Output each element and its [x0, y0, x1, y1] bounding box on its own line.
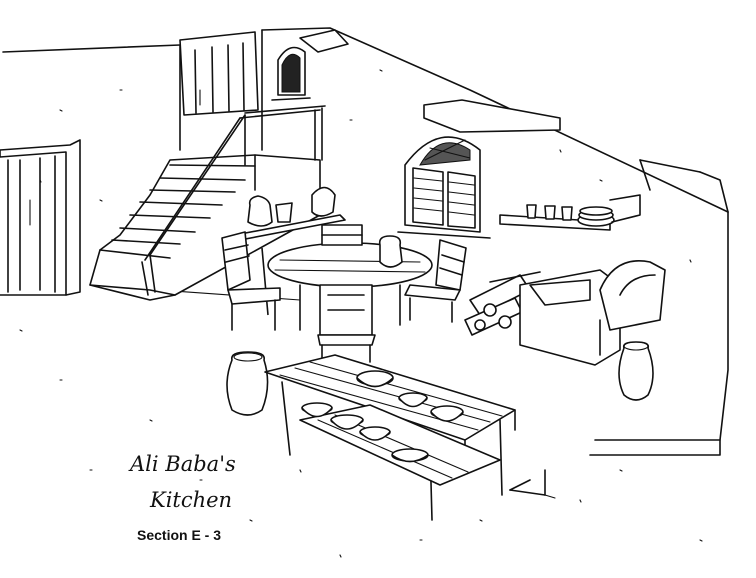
caption-section-label: Section E - 3 — [137, 527, 222, 543]
large-jar-left — [227, 352, 268, 415]
room-walls — [3, 28, 728, 557]
left-door — [0, 140, 80, 295]
chair-right — [405, 240, 466, 322]
staircase — [90, 106, 325, 300]
floor-edges — [510, 480, 555, 498]
large-jar-right — [619, 342, 653, 400]
caption-title-line-1: Ali Baba's — [130, 452, 236, 476]
chair-front — [318, 285, 375, 362]
wall-shelf-right — [500, 195, 640, 230]
caption-title-line-2: Kitchen — [150, 488, 233, 512]
chair-left — [222, 232, 280, 330]
bowls — [302, 371, 463, 462]
upper-window — [272, 30, 348, 100]
chair-back — [322, 225, 362, 245]
upper-door — [180, 32, 258, 115]
stove-oven — [520, 261, 665, 365]
lattice-window — [398, 100, 560, 238]
wall-shelf-left — [235, 188, 345, 241]
firewood-pile — [465, 272, 540, 335]
